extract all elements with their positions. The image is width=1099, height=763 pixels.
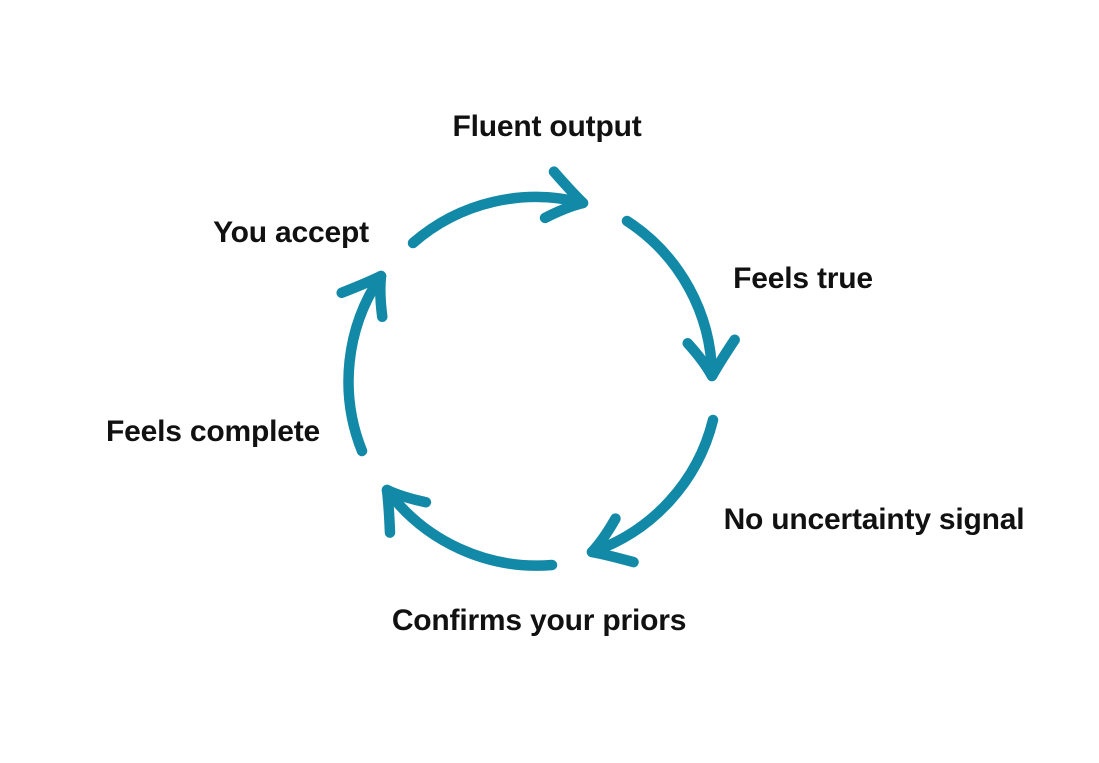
node-label-you-accept: You accept [213,216,369,249]
node-label-confirms-your-priors: Confirms your priors [391,604,687,637]
curved-arrow-left-icon [336,270,388,457]
curved-arrow-right-upper-icon [621,215,740,382]
node-label-no-uncertainty-signal: No uncertainty signal [723,503,1025,536]
curved-arrow-bottom-icon [381,484,558,571]
node-label-feels-true: Feels true [733,262,873,295]
node-label-fluent-output: Fluent output [452,110,642,143]
curved-arrow-right-lower-icon [586,414,719,568]
curved-arrow-top-icon [407,166,589,249]
node-label-feels-complete: Feels complete [106,415,320,448]
